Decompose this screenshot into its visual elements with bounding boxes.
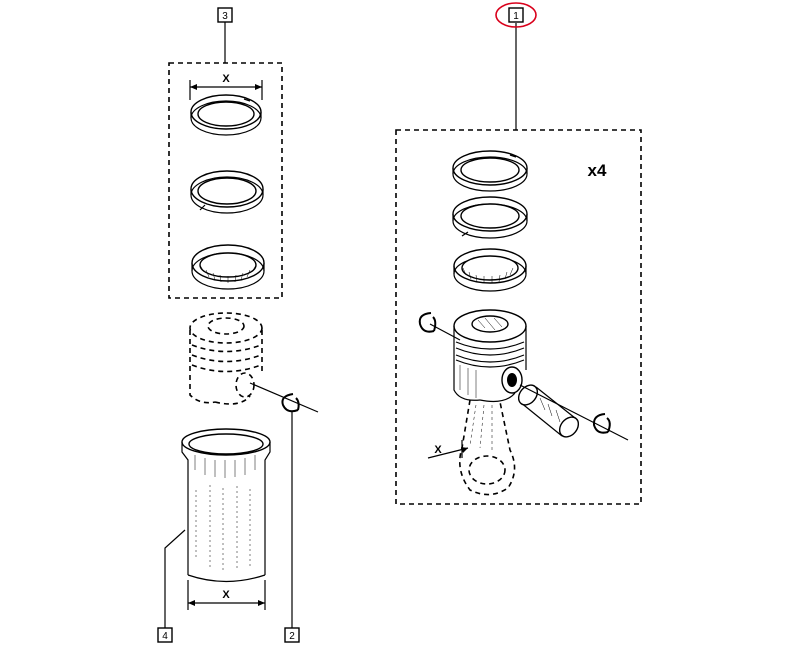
rod-dimension: X	[427, 440, 469, 459]
circlip-left-group: 2	[249, 382, 319, 643]
callout-4-label: 4	[162, 631, 168, 642]
callout-4[interactable]: 4	[157, 627, 173, 643]
callout-4-leader	[164, 529, 186, 628]
oil-control-ring	[191, 244, 265, 290]
kit-oil-control-ring	[453, 248, 527, 292]
callout-1[interactable]: 1	[495, 2, 537, 28]
ring-width-label: X	[222, 73, 230, 85]
kit-compression-ring-top	[452, 150, 528, 192]
kit-circlip-right-icon	[592, 413, 611, 434]
phantom-piston	[189, 312, 263, 405]
callout-1-label: 1	[513, 11, 519, 22]
kit-pin-axis-right	[519, 384, 629, 441]
phantom-connecting-rod	[459, 399, 516, 496]
callout-2-label: 2	[289, 631, 295, 642]
rod-dimension-label: X	[434, 444, 442, 456]
callout-3-label: 3	[222, 11, 228, 22]
circlip-icon	[281, 393, 300, 413]
piston-kit-group: 1 x4	[395, 2, 642, 505]
piston-kit-dashed-box	[395, 129, 642, 505]
compression-ring-second	[190, 170, 264, 214]
callout-3[interactable]: 3	[217, 7, 233, 23]
piston	[453, 309, 527, 403]
cylinder-liner	[181, 428, 271, 583]
kit-compression-ring-second	[452, 196, 528, 239]
kit-circlip-left-icon	[418, 312, 437, 333]
kit-pin-axis-left	[429, 323, 461, 341]
liner-width-dimension: X	[187, 580, 266, 610]
quantity-label: x4	[588, 161, 607, 180]
callout-1-highlight-circle	[495, 2, 537, 28]
compression-ring-top	[190, 94, 262, 136]
piston-ring-set-group: 3 X	[168, 7, 283, 299]
liner-width-label: X	[222, 589, 230, 601]
callout-2[interactable]: 2	[284, 627, 300, 643]
ring-width-dimension: X	[189, 73, 263, 100]
